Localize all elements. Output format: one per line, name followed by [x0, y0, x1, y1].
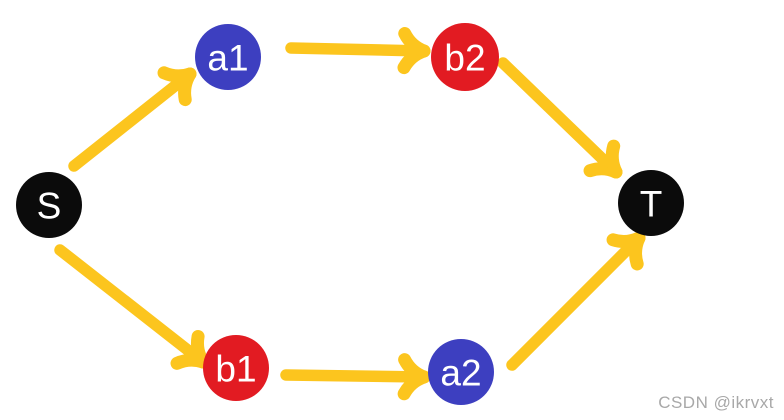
node-S: S [16, 172, 82, 238]
node-circle-b2 [431, 23, 499, 91]
node-label-T: T [640, 184, 663, 225]
arrowhead-T [605, 139, 623, 179]
node-label-S: S [37, 186, 62, 227]
node-a2: a2 [428, 339, 494, 405]
edge-b2-to-T [497, 57, 623, 179]
node-label-b1: b1 [215, 349, 256, 390]
node-label-b2: b2 [444, 38, 485, 79]
edge-b1-to-a2 [280, 353, 431, 401]
arrowhead-a2 [398, 353, 431, 384]
edge-S-to-a1 [68, 66, 197, 172]
edge-a2-to-T [506, 231, 646, 371]
arrowhead-a1 [157, 66, 197, 83]
arrowhead-T [606, 231, 646, 248]
node-label-a1: a1 [207, 38, 248, 79]
arrowhead-b1 [190, 329, 210, 369]
node-circle-a1 [195, 24, 261, 90]
edge-S-to-b1 [54, 244, 210, 370]
node-circle-T [618, 170, 684, 236]
node-b2: b2 [431, 23, 499, 91]
edge-a1-to-b2 [285, 27, 431, 75]
watermark: CSDN @ikrvxt [658, 393, 774, 412]
node-b1: b1 [203, 335, 269, 401]
node-label-a2: a2 [440, 353, 481, 394]
node-circle-a2 [428, 339, 494, 405]
node-T: T [618, 170, 684, 236]
node-circle-S [16, 172, 82, 238]
node-a1: a1 [195, 24, 261, 90]
arrowhead-b2 [398, 27, 431, 58]
node-circle-b1 [203, 335, 269, 401]
